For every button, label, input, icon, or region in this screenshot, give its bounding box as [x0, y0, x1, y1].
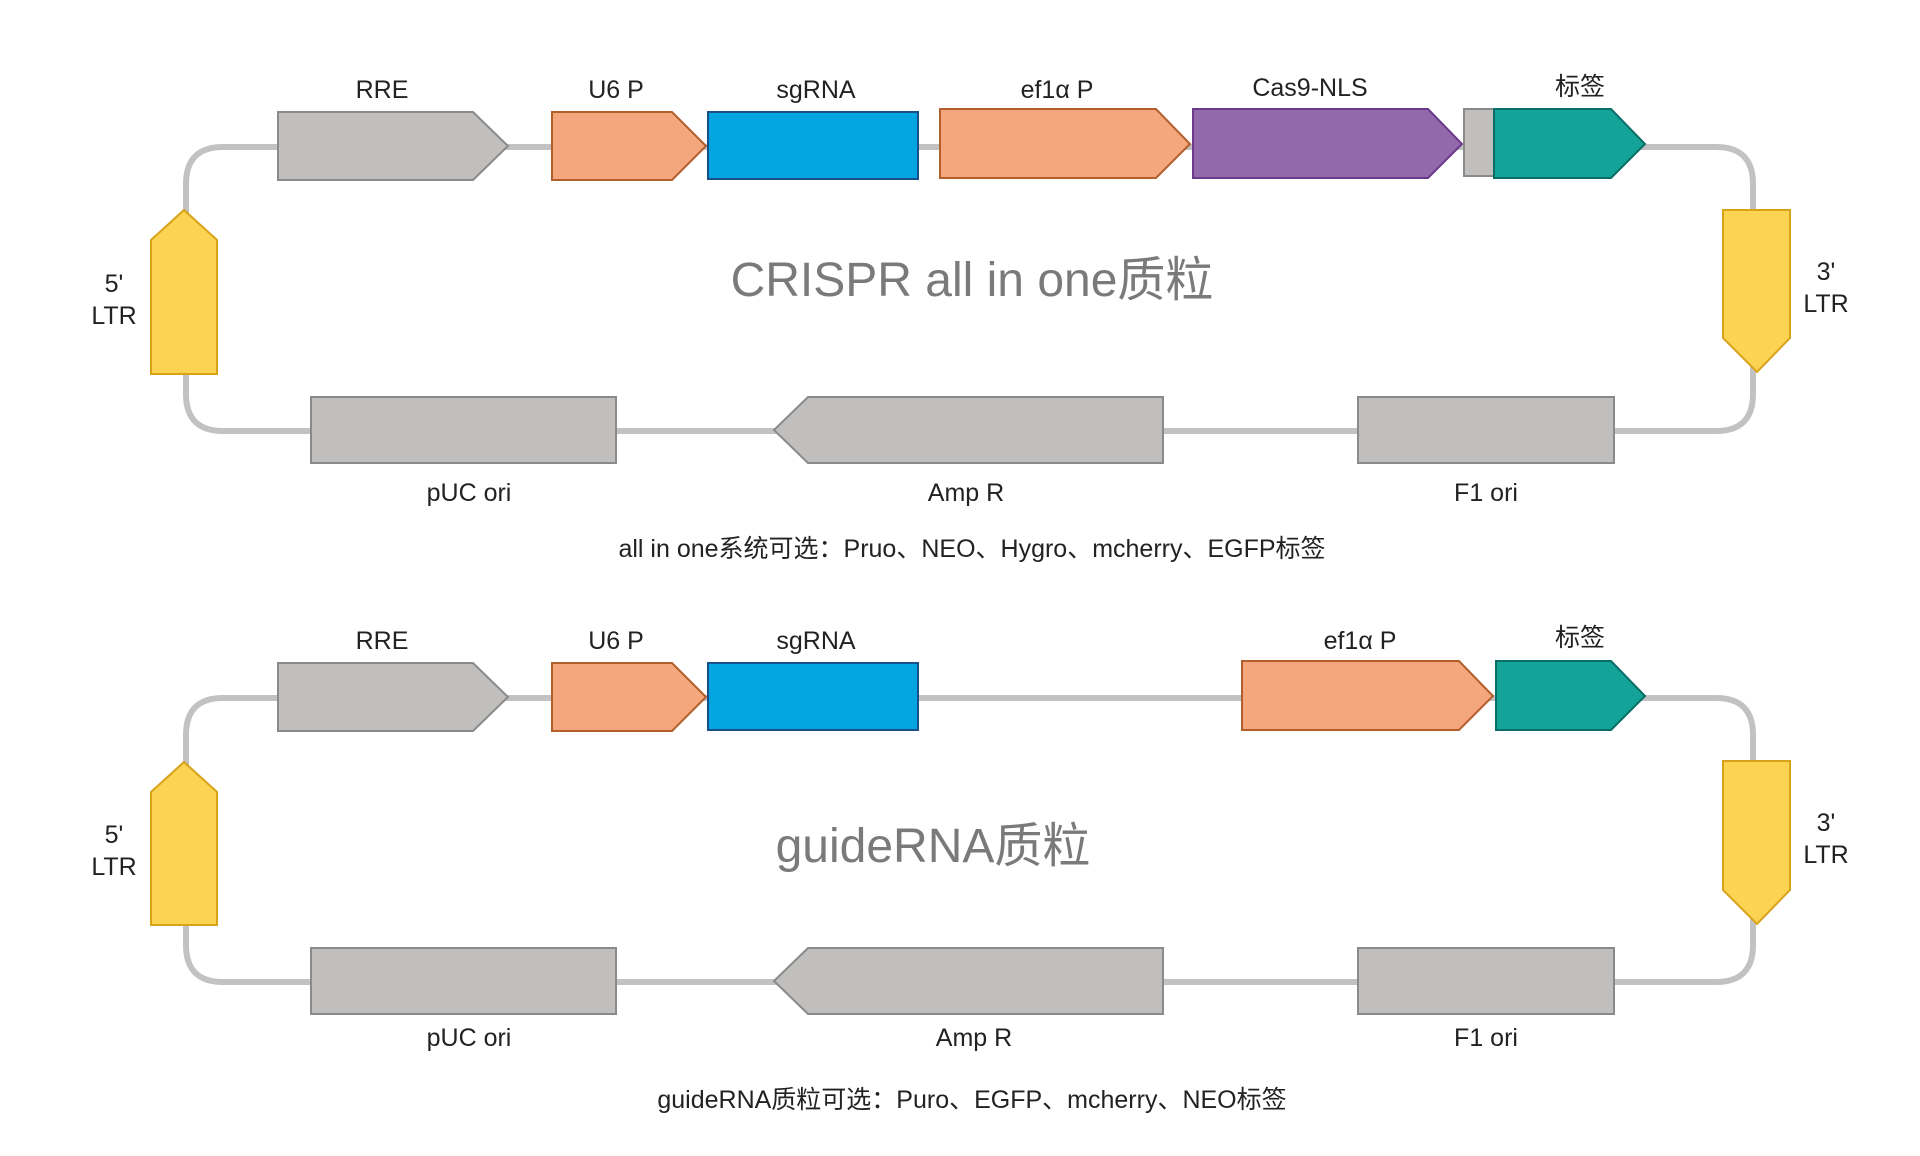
feature-label: F1 ori: [1454, 1024, 1518, 1052]
ltr-label-line2: LTR: [1803, 290, 1848, 318]
feature-sgrna: sgRNA: [707, 76, 919, 180]
feature-puc-ori: pUC ori: [310, 396, 617, 507]
feature-3-ltr: 3' LTR: [1722, 209, 1849, 374]
feature-label: F1 ori: [1454, 479, 1518, 507]
feature-label: RRE: [356, 76, 409, 104]
plasmid-title: guideRNA质粒: [776, 820, 1091, 873]
linker-block: [1463, 108, 1495, 177]
feature-rre: RRE: [277, 627, 510, 732]
feature-u6-promoter: U6 P: [551, 627, 708, 732]
ltr-label-line1: 5': [105, 270, 124, 298]
feature-label: U6 P: [588, 627, 644, 655]
ltr-label-line1: 3': [1817, 258, 1836, 286]
feature-rre: RRE: [277, 76, 510, 181]
feature-sgrna: sgRNA: [707, 627, 919, 731]
feature-5-ltr: 5' LTR: [91, 208, 218, 375]
feature-label: Amp R: [936, 1024, 1012, 1052]
ltr-label-line2: LTR: [1803, 841, 1848, 869]
feature-label: pUC ori: [427, 479, 512, 507]
feature-ef1a-promoter: ef1α P: [1241, 627, 1495, 731]
ltr-label-line1: 3': [1817, 809, 1836, 837]
ltr-label-line1: 5': [105, 821, 124, 849]
feature-amp-r: Amp R: [772, 396, 1164, 507]
feature-cas9-nls: Cas9-NLS: [1192, 74, 1464, 179]
feature-label: sgRNA: [776, 627, 856, 655]
feature-label: 标签: [1555, 624, 1605, 652]
feature-label: Cas9-NLS: [1252, 74, 1367, 102]
feature-label: U6 P: [588, 76, 644, 104]
feature-amp-r: Amp R: [772, 947, 1164, 1052]
ltr-label-line2: LTR: [91, 853, 136, 881]
feature-tag: 标签: [1463, 73, 1647, 179]
plasmid-footer-note: all in one系统可选：Pruo、NEO、Hygro、mcherry、EG…: [618, 535, 1325, 563]
feature-u6-promoter: U6 P: [551, 76, 708, 181]
feature-3-ltr: 3' LTR: [1722, 760, 1849, 926]
feature-label: 标签: [1555, 73, 1605, 101]
feature-label: pUC ori: [427, 1024, 512, 1052]
plasmid-title: CRISPR all in one质粒: [731, 254, 1214, 307]
plasmid-footer-note: guideRNA质粒可选：Puro、EGFP、mcherry、NEO标签: [657, 1086, 1286, 1114]
feature-label: Amp R: [928, 479, 1004, 507]
plasmid-crispr-all-in-one: RRE U6 P sgRNA ef1α P Cas9-NLS 标签 5' LTR: [91, 73, 1848, 563]
feature-5-ltr: 5' LTR: [91, 760, 218, 926]
feature-ef1a-promoter: ef1α P: [939, 76, 1192, 179]
ltr-label-line2: LTR: [91, 302, 136, 330]
feature-tag: 标签: [1495, 624, 1647, 731]
feature-label: RRE: [356, 627, 409, 655]
plasmid-guiderna: RRE U6 P sgRNA ef1α P 标签 5' LTR 3' LTR: [91, 624, 1848, 1114]
feature-f1-ori: F1 ori: [1357, 947, 1615, 1052]
feature-label: sgRNA: [776, 76, 856, 104]
feature-label: ef1α P: [1021, 76, 1094, 104]
feature-label: ef1α P: [1324, 627, 1397, 655]
feature-f1-ori: F1 ori: [1357, 396, 1615, 507]
feature-puc-ori: pUC ori: [310, 947, 617, 1052]
